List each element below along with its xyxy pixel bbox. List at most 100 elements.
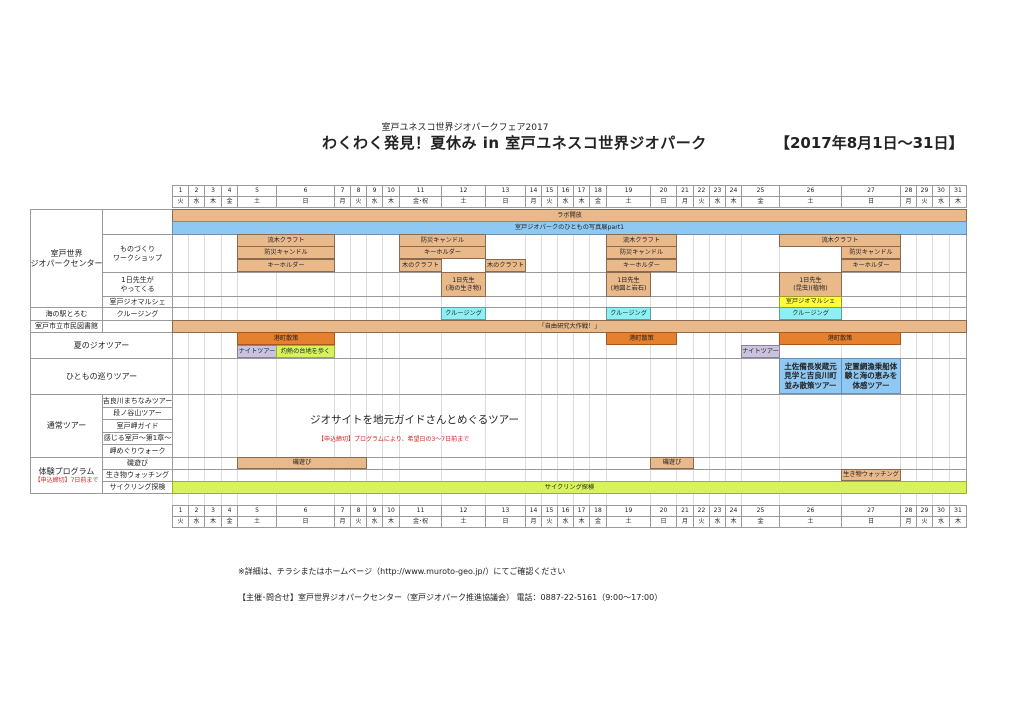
event-teacher-insect[interactable]: 1日先生 (昆虫)(植物) <box>779 272 842 297</box>
event-cruising[interactable]: クルージング <box>606 307 651 320</box>
weekday-cell: 月 <box>900 196 917 208</box>
weekday-cell: 月 <box>525 516 542 528</box>
row-label-hitomono-tour: ひともの巡りツアー <box>30 358 173 395</box>
weekday-cell: 火 <box>693 516 710 528</box>
weekday-cell: 月 <box>334 516 351 528</box>
grid-line <box>441 209 442 505</box>
event-iso-asobi[interactable]: 磯遊び <box>237 457 367 469</box>
weekday-cell: 日 <box>841 516 901 528</box>
weekday-cell: 木 <box>382 196 400 208</box>
grid-line <box>900 209 901 505</box>
event-port-walk[interactable]: 港町散策 <box>779 332 901 345</box>
weekday-cell: 金 <box>221 516 238 528</box>
weekday-cell: 木 <box>573 516 590 528</box>
grid-line <box>606 209 607 505</box>
row-label-summer-tour: 夏のジオツアー <box>30 332 173 359</box>
grid-line <box>949 209 950 505</box>
event-wood-craft[interactable]: 木のクラフト <box>485 259 526 272</box>
weekday-cell: 土 <box>606 516 651 528</box>
weekday-cell: 火 <box>541 516 558 528</box>
weekday-cell: 日 <box>485 196 526 208</box>
event-library[interactable]: 「自由研究大作戦！」 <box>172 320 967 333</box>
row-separator <box>172 358 966 359</box>
event-night-tour[interactable]: ナイトツアー <box>237 345 277 358</box>
event-night-tour[interactable]: ナイトツアー <box>741 345 780 358</box>
grid-line <box>676 209 677 505</box>
event-photo-exhibit[interactable]: 室戸ジオパークのひともの写真展part1 <box>172 221 967 235</box>
event-disaster-candle[interactable]: 防災キャンドル <box>237 246 335 259</box>
grid-line <box>350 209 351 505</box>
grid-line <box>693 209 694 505</box>
weekday-cell: 日 <box>650 196 677 208</box>
event-keyholder[interactable]: キーホルダー <box>237 259 335 272</box>
row-separator <box>172 307 966 308</box>
event-driftwood-craft[interactable]: 流木クラフト <box>779 234 901 247</box>
weekday-cell: 土 <box>237 516 277 528</box>
event-wood-craft[interactable]: 木のクラフト <box>399 259 442 272</box>
event-period: 【2017年8月1日～31日】 <box>775 134 964 152</box>
weekday-cell: 月 <box>676 516 694 528</box>
weekday-cell: 水 <box>709 196 726 208</box>
subrow-label-blank <box>102 209 173 235</box>
event-iso-asobi[interactable]: 磯遊び <box>650 457 694 469</box>
event-teacher-sea[interactable]: 1日先生 (海の生き物) <box>441 272 486 297</box>
weekday-cell: 月 <box>900 516 917 528</box>
grid-line <box>399 209 400 505</box>
event-keyholder[interactable]: キーホルダー <box>841 259 901 272</box>
event-disaster-candle[interactable]: 防災キャンドル <box>841 246 901 259</box>
weekday-cell: 金･祝 <box>399 516 442 528</box>
weekday-cell: 土 <box>237 196 277 208</box>
weekday-cell: 日 <box>276 196 335 208</box>
weekday-cell: 水 <box>366 196 383 208</box>
event-creature-watching[interactable]: 生き物ウォッチング <box>841 469 901 481</box>
weekday-cell: 日 <box>276 516 335 528</box>
weekday-cell: 火 <box>350 516 367 528</box>
subrow-label-monozukuri: ものづくり ワークショップ <box>102 234 173 273</box>
weekday-cell: 木 <box>204 516 222 528</box>
event-fishing-tour[interactable]: 定置網漁乗船体験と海の恵みを体感ツアー <box>841 358 901 394</box>
regular-tour-item: 室戸岬ガイド <box>102 419 173 433</box>
event-tosa-charcoal-tour[interactable]: 土佐備長炭蔵元見学と吉良川町並み散策ツアー <box>779 358 842 394</box>
weekday-cell: 月 <box>525 196 542 208</box>
grid-line <box>557 209 558 505</box>
event-cycling[interactable]: サイクリング探検 <box>172 481 967 494</box>
event-teacher-map[interactable]: 1日先生 (地図と岩石) <box>606 272 651 297</box>
row-label-regular-tour: 通常ツアー <box>30 394 103 458</box>
event-keyholder[interactable]: キーホルダー <box>399 246 486 259</box>
subrow-label-cruising: クルージング <box>102 307 173 321</box>
row-label-uminoeki: 海の駅とろむ <box>30 307 103 321</box>
event-keyholder[interactable]: キーホルダー <box>606 259 677 272</box>
footer-details-link-text: ※詳細は、チラシまたはホームページ（http://www.muroto-geo.… <box>238 567 566 576</box>
weekday-cell: 月 <box>676 196 694 208</box>
event-cruising[interactable]: クルージング <box>779 307 842 320</box>
event-cruising[interactable]: クルージング <box>441 307 486 320</box>
weekday-cell: 火 <box>350 196 367 208</box>
weekday-cell: 火 <box>172 196 189 208</box>
weekday-cell: 金 <box>589 196 607 208</box>
weekday-cell: 木 <box>573 196 590 208</box>
weekday-cell: 木 <box>725 516 742 528</box>
grid-line <box>204 209 205 505</box>
weekday-cell: 火 <box>172 516 189 528</box>
weekday-cell: 金 <box>589 516 607 528</box>
weekday-cell: 水 <box>188 196 205 208</box>
experience-title: 体験プログラム <box>38 466 95 476</box>
weekday-cell: 日 <box>841 196 901 208</box>
regular-tour-item: 岬めぐりウォーク <box>102 444 173 458</box>
grid-line <box>725 209 726 505</box>
weekday-cell: 水 <box>188 516 205 528</box>
grid-line <box>221 209 222 505</box>
event-disaster-candle[interactable]: 防災キャンドル <box>606 246 677 259</box>
event-port-walk[interactable]: 港町散策 <box>237 332 335 345</box>
event-heat-walk[interactable]: 灼熱の台地を歩く <box>276 345 335 358</box>
weekday-cell: 木 <box>949 196 967 208</box>
grid-line <box>916 209 917 505</box>
weekday-cell: 木 <box>204 196 222 208</box>
day-number-cell: 31 <box>949 505 967 517</box>
weekday-cell: 火 <box>541 196 558 208</box>
event-port-walk[interactable]: 港町散策 <box>606 332 677 345</box>
weekday-cell: 月 <box>334 196 351 208</box>
weekday-cell: 水 <box>557 196 574 208</box>
row-label-experience: 体験プログラム【申込締切】7日前まで <box>30 457 103 494</box>
row-separator <box>172 457 966 458</box>
